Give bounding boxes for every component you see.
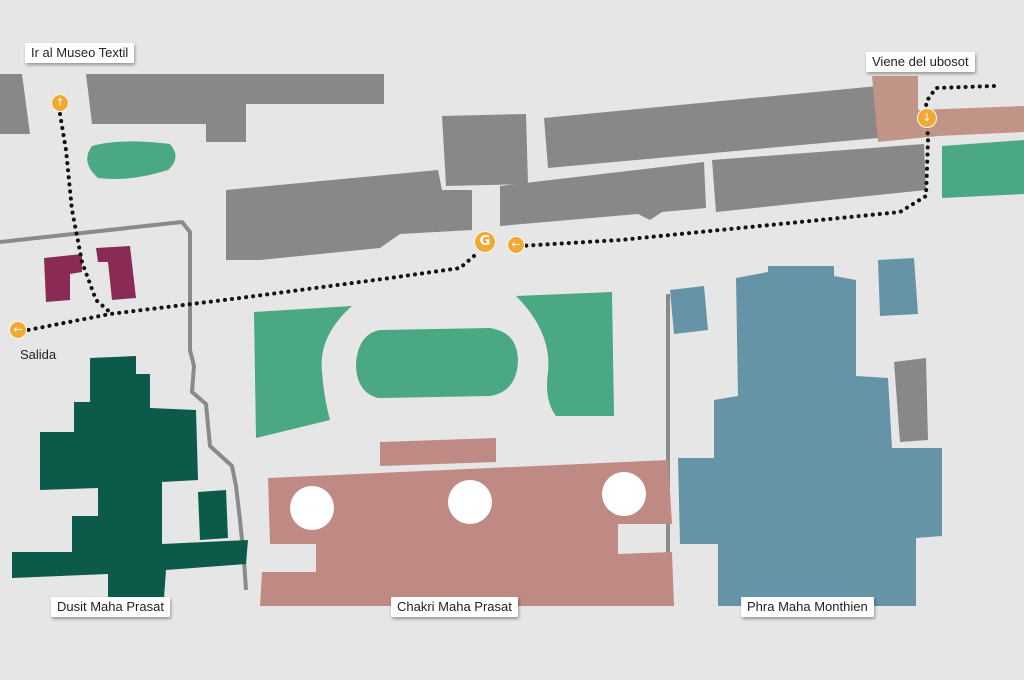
label-museo-textil: Ir al Museo Textil (25, 43, 135, 63)
chakri-top-strip (380, 438, 496, 466)
chakri-maha-prasat-building (260, 438, 674, 606)
dusit-main (12, 356, 248, 598)
route-to-museum (58, 112, 114, 316)
route (26, 84, 996, 332)
route-to-exit (26, 254, 476, 332)
lawn-left-courtyard (254, 306, 352, 438)
arrow-left-icon: ← (507, 236, 525, 254)
lawn-right-top (942, 140, 1024, 198)
label-viene-del-ubosot: Viene del ubosot (866, 52, 975, 72)
gray-buildings (0, 74, 928, 442)
purple-left (44, 254, 82, 302)
building-middle-mid (500, 162, 706, 226)
purple-structures (44, 246, 136, 302)
purple-right (96, 246, 136, 300)
walls (0, 220, 670, 600)
dome-right (602, 472, 646, 516)
lawn-top-left (87, 141, 176, 179)
dusit-annex (198, 490, 228, 540)
route-main (518, 84, 996, 248)
dome-left (290, 486, 334, 530)
building-center-block (442, 114, 528, 186)
building-top-left (0, 74, 30, 134)
building-right-mid (712, 144, 926, 212)
label-salida: Salida (20, 347, 57, 362)
phra-maha-monthien-building (670, 258, 942, 606)
arrow-down-icon: ↓ (917, 108, 937, 128)
label-phra-maha-monthien: Phra Maha Monthien (741, 597, 874, 617)
building-right-small (894, 358, 928, 442)
monthien-main (678, 266, 942, 606)
label-chakri-maha-prasat: Chakri Maha Prasat (391, 597, 518, 617)
building-left-mid (226, 170, 472, 260)
monthien-right-wing (878, 258, 918, 316)
dome-center (448, 480, 492, 524)
walkway-top-right (872, 76, 1024, 142)
wall-left-compound (0, 220, 248, 591)
chakri-domes (290, 472, 646, 530)
lawn-oval (356, 328, 518, 398)
chakri-main (260, 460, 674, 606)
label-dusit-maha-prasat: Dusit Maha Prasat (51, 597, 170, 617)
building-top-row (86, 74, 384, 142)
arrow-up-icon: ↑ (51, 94, 69, 112)
dusit-maha-prasat-building (12, 356, 248, 598)
arrow-left-icon: ← (9, 321, 27, 339)
building-long-upper (544, 86, 878, 168)
lawn-right-courtyard (516, 292, 614, 416)
monthien-left-wing (670, 286, 708, 334)
marker-g: G (474, 231, 496, 253)
lawns (87, 140, 1024, 438)
